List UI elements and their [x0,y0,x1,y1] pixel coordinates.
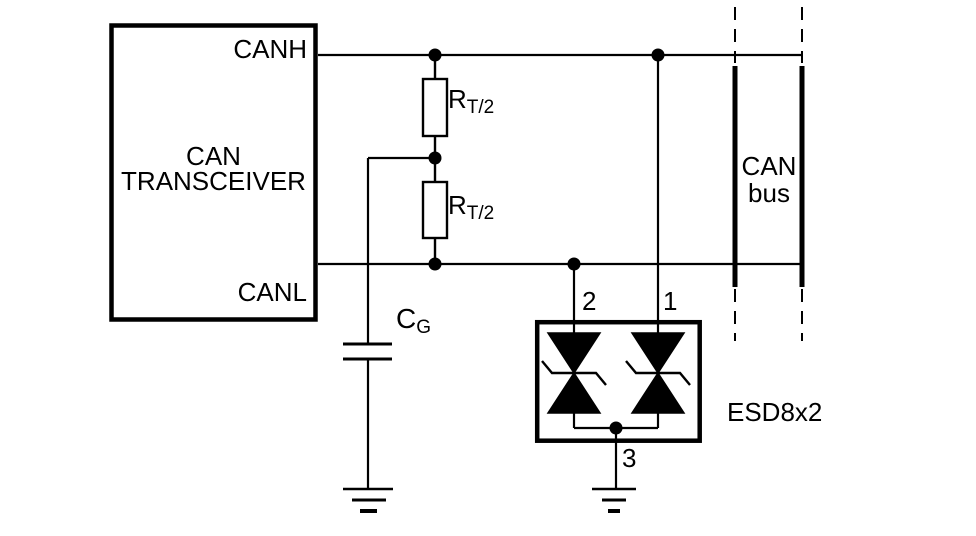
tvs-diode-left [541,332,607,414]
esd-package-box [534,319,702,443]
resistor-top-body [421,77,449,138]
capacitor-subscript: G [416,317,432,338]
transceiver-name-label: CAN TRANSCEIVER [111,141,316,196]
esd-pin3-number: 3 [622,443,637,473]
resistor-bottom-label: RT/2 [448,190,495,224]
resistor-top-subscript: T/2 [466,97,495,118]
tvs-diode-right [625,332,691,414]
can-bus-label-line1: CAN [741,151,797,181]
transceiver-name-line1: CAN [186,141,241,171]
ground-symbol-right [592,487,636,513]
esd-device-label: ESD8x2 [727,397,823,427]
esd-pin1-number: 1 [663,286,678,316]
junction-dots [428,48,665,435]
canl-pin-label: CANL [237,277,307,307]
ground-symbol-left [343,487,393,513]
capacitor-symbol [343,342,392,361]
capacitor-label: CG [396,303,432,339]
resistor-bottom-subscript: T/2 [466,203,495,224]
can-bus-label: CAN bus [735,153,803,207]
esd-pin2-number: 2 [582,286,597,316]
can-bus-lines [732,7,805,341]
center-tap-wire [366,156,435,344]
termination-resistor-bottom [421,180,449,264]
can-bus-label-line2: bus [748,178,790,208]
can-transceiver-box [109,23,318,322]
transceiver-name-line2: TRANSCEIVER [121,166,306,196]
canh-pin-label: CANH [233,34,307,64]
resistor-top-label: RT/2 [448,84,495,118]
resistor-bottom-body [421,180,449,240]
